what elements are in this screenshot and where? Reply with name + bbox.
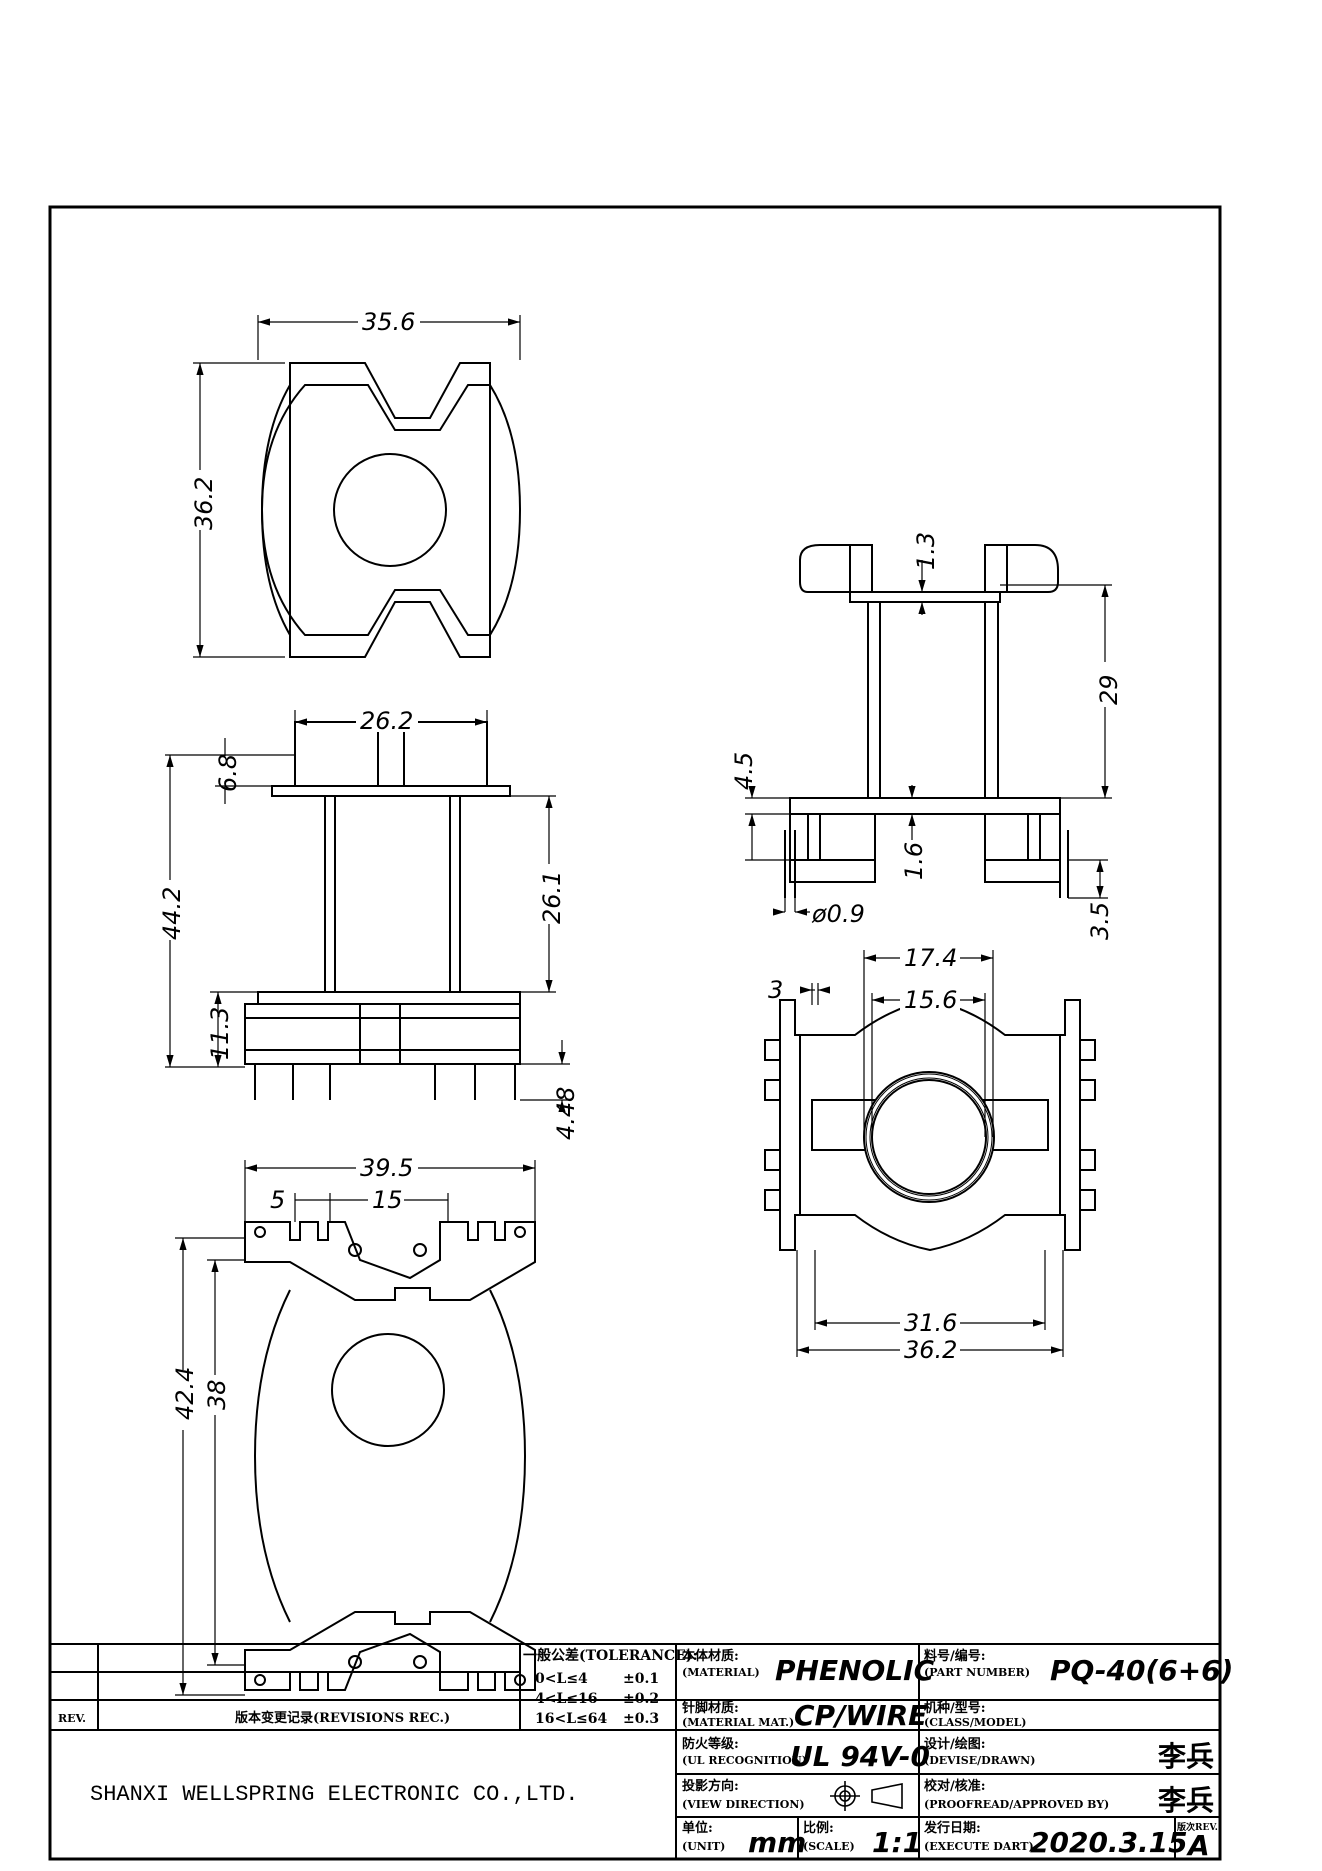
side-view-dims: [745, 560, 1112, 916]
side-view: [784, 544, 1069, 898]
date-label-cn: 发行日期:: [923, 1820, 981, 1836]
scale-label-cn: 比例:: [803, 1820, 834, 1836]
pin-material-label-cn: 针脚材质:: [681, 1700, 739, 1716]
dim-bottom-width: 39.5: [360, 1154, 413, 1182]
tol2-range: 4<L≤16: [535, 1691, 598, 1707]
dim-bottom-pitch2: 15: [372, 1186, 403, 1214]
version-label: 版次REV.: [1176, 1821, 1218, 1833]
dim-section-inner-w: 31.6: [904, 1309, 957, 1337]
part-number-label-cn: 料号/编号:: [924, 1648, 986, 1664]
tol1-range: 0<L≤4: [535, 1671, 588, 1687]
dim-front-base-h: 11.3: [206, 1007, 234, 1060]
projection-symbol-icon: [830, 1781, 903, 1811]
view-dir-label-cn: 投影方向:: [682, 1778, 739, 1794]
date-label-en: (EXECUTE DART): [924, 1840, 1034, 1853]
dim-top-height: 36.2: [190, 477, 218, 530]
section-view: [764, 998, 1096, 1252]
rev-label: REV.: [58, 1712, 86, 1725]
tol3-value: ±0.3: [623, 1711, 659, 1727]
pin-material-value: CP/WIRE: [794, 1699, 927, 1732]
unit-label-en: (UNIT): [682, 1840, 725, 1853]
dim-side-top-gap: 1.3: [912, 532, 940, 570]
dim-top-width: 35.6: [362, 308, 415, 336]
class-label-cn: 机种/型号:: [924, 1700, 986, 1716]
front-view: [244, 721, 521, 1100]
dim-section-outer-w: 36.2: [904, 1336, 957, 1364]
sheet-border: [48, 205, 1222, 1861]
unit-label-cn: 单位:: [682, 1820, 713, 1836]
dim-section-inner-d: 15.6: [904, 986, 957, 1014]
material-label-cn: 本体材质:: [682, 1648, 739, 1664]
tolerance-title: 一般公差(TOLERANCE):: [523, 1647, 698, 1664]
top-view: [260, 362, 522, 658]
title-block-lines: [50, 1643, 1220, 1859]
approver-value: 李兵: [1158, 1784, 1214, 1817]
dim-front-flange-width: 26.2: [360, 707, 413, 735]
approver-label-cn: 校对/核准:: [924, 1778, 986, 1794]
ul-label-cn: 防火等级:: [682, 1736, 739, 1752]
ul-value: UL 94V-0: [790, 1740, 930, 1773]
view-dir-label-en: (VIEW DIRECTION): [682, 1798, 805, 1811]
dim-side-gap2: 1.6: [900, 842, 928, 880]
dim-front-pin-len: 4.48: [552, 1087, 580, 1140]
designer-label-en: (DEVISE/DRAWN): [924, 1754, 1035, 1767]
dim-side-pin-dia: ø0.9: [811, 900, 865, 928]
dim-section-outer-d: 17.4: [904, 944, 957, 972]
designer-value: 李兵: [1158, 1740, 1214, 1773]
dim-front-overall-h: 44.2: [158, 887, 186, 940]
dim-front-winding-h: 26.1: [538, 871, 566, 924]
scale-label-en: (SCALE): [803, 1840, 855, 1853]
tol3-range: 16<L≤64: [535, 1711, 608, 1727]
part-number-label-en: (PART NUMBER): [924, 1666, 1030, 1679]
dim-side-winding-h: 29: [1095, 674, 1123, 705]
pin-material-label-en: (MATERIAL MAT.): [682, 1716, 794, 1729]
bottom-view-dims: [175, 1160, 536, 1696]
bottom-view: [244, 1221, 536, 1691]
company-name: SHANXI WELLSPRING ELECTRONIC CO.,LTD.: [90, 1782, 578, 1807]
scale-value: 1:1: [872, 1826, 922, 1859]
dim-side-pin-len: 3.5: [1086, 902, 1114, 940]
dim-bottom-pitch1: 5: [270, 1186, 285, 1214]
top-view-dims: [193, 315, 521, 658]
dim-side-flange: 4.5: [730, 752, 758, 790]
dim-front-flange-h: 6.8: [214, 754, 242, 792]
tol2-value: ±0.2: [623, 1691, 659, 1707]
dim-section-slot: 3: [768, 976, 783, 1004]
material-value: PHENOLIC: [775, 1654, 935, 1687]
dim-bottom-height-inner: 38: [203, 1379, 231, 1410]
tol1-value: ±0.1: [623, 1671, 659, 1687]
part-number-value: PQ-40(6+6): [1050, 1654, 1233, 1687]
approver-label-en: (PROOFREAD/APPROVED BY): [924, 1798, 1109, 1811]
ul-label-en: (UL RECOGNITION): [682, 1754, 807, 1767]
material-label-en: (MATERIAL): [682, 1666, 760, 1679]
class-label-en: (CLASS/MODEL): [924, 1716, 1027, 1729]
rev-record-label: 版本变更记录(REVISIONS REC.): [235, 1710, 450, 1726]
unit-value: mm: [748, 1826, 806, 1859]
date-value: 2020.3.15: [1030, 1826, 1188, 1859]
dim-bottom-height-outer: 42.4: [171, 1367, 199, 1420]
designer-label-cn: 设计/绘图:: [924, 1736, 986, 1752]
version-value: A: [1186, 1829, 1210, 1862]
